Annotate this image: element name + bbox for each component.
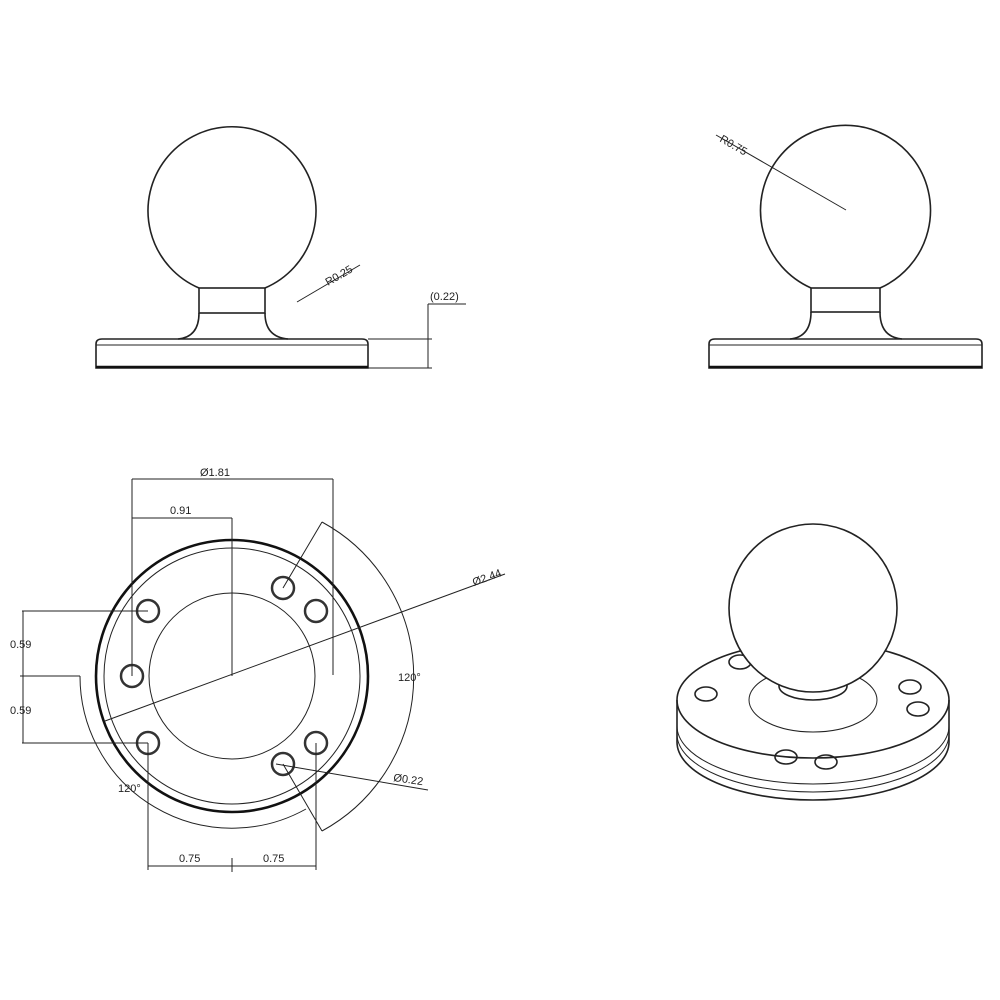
- base: [95, 338, 369, 369]
- hole-diameter-label: Ø0.22: [393, 772, 424, 788]
- horizontal-offset-right-label: 0.75: [263, 853, 284, 865]
- ball-radius-label: R0.75: [718, 133, 749, 158]
- neck: [198, 287, 266, 314]
- hole: [814, 754, 838, 770]
- hole: [270, 575, 296, 601]
- hole: [303, 598, 329, 624]
- ball: [147, 126, 317, 289]
- hole: [906, 701, 930, 717]
- fillet: [177, 312, 289, 340]
- angle-right-label: 120°: [398, 672, 421, 684]
- r075-leader: [715, 134, 847, 211]
- base-diameter-label: Ø2.44: [471, 567, 503, 589]
- neck: [810, 287, 881, 313]
- hole: [694, 686, 718, 702]
- ball: [759, 124, 932, 289]
- hole: [898, 679, 922, 695]
- side-view-left: R0.25 (0.22): [95, 126, 466, 369]
- side-view-right: R0.75: [708, 124, 983, 369]
- vertical-offset-lower-label: 0.59: [10, 705, 31, 717]
- base: [708, 338, 983, 369]
- hole: [774, 749, 798, 765]
- fillet-radius-label: R0.25: [324, 264, 355, 289]
- angle-left-label: 120°: [118, 783, 141, 795]
- vertical-offset-upper-label: 0.59: [10, 639, 31, 651]
- horizontal-offset-left-label: 0.75: [179, 853, 200, 865]
- top-view: Ø1.81 0.91 0.59 0.59 0.75 0.75 Ø2.44 120…: [10, 467, 506, 872]
- bolt-circle-diameter-label: Ø1.81: [200, 467, 230, 479]
- r025-leader: [296, 264, 361, 303]
- half-bolt-circle-label: 0.91: [170, 505, 191, 517]
- mounting-holes: [119, 575, 329, 777]
- iso-ball: [728, 523, 898, 693]
- isometric-view: [676, 523, 950, 801]
- base-thickness-label: (0.22): [430, 291, 459, 303]
- hole: [270, 751, 296, 777]
